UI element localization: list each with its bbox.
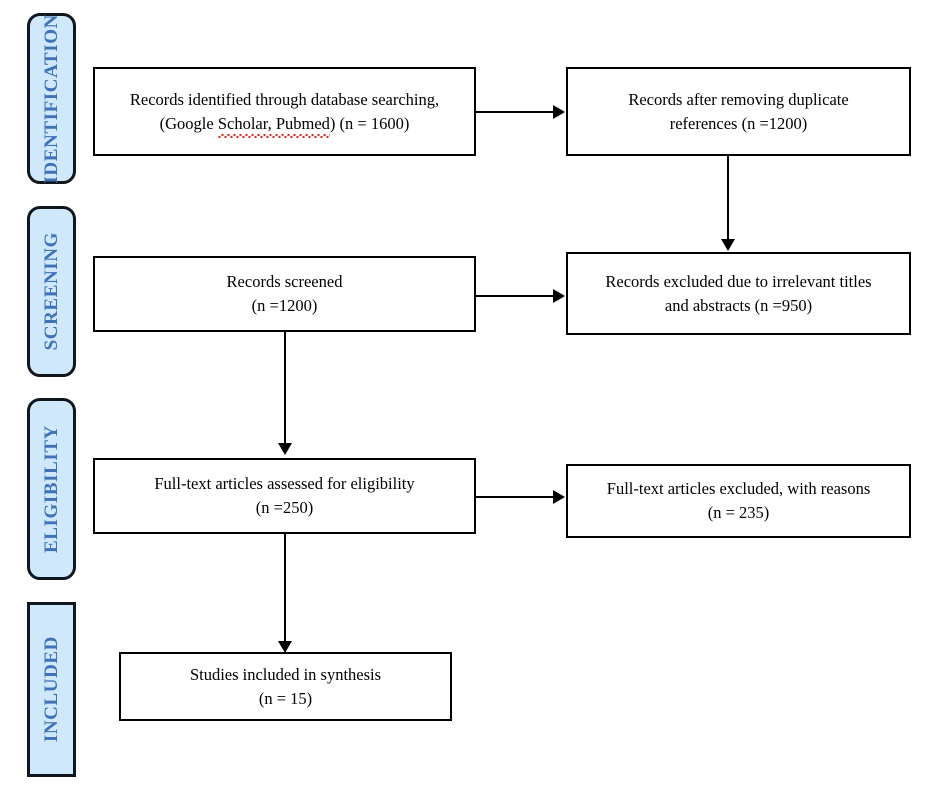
node-records-after-duplicates-line1: Records after removing duplicate [628, 89, 849, 109]
node-fulltext-excluded: Full-text articles excluded, with reason… [566, 464, 911, 538]
node-studies-included-line2: (n = 15) [258, 688, 313, 708]
node-studies-included: Studies included in synthesis (n = 15) [119, 652, 452, 721]
stage-screening-label: SCREENING [41, 232, 62, 351]
stage-eligibility-label: ELIGIBILITY [41, 424, 62, 554]
arrow-head-right-icon [553, 490, 565, 504]
stage-identification: IDENTIFICATION [27, 13, 76, 184]
node-studies-included-line1: Studies included in synthesis [189, 664, 382, 684]
node-records-excluded-line1: Records excluded due to irrelevant title… [605, 271, 872, 291]
arrow-head-down-icon [721, 239, 735, 251]
stage-eligibility: ELIGIBILITY [27, 398, 76, 580]
arrow-head-right-icon [553, 289, 565, 303]
node-records-identified-line2: (Google Scholar, Pubmed) (n = 1600) [130, 112, 439, 139]
stage-included-label: INCLUDED [41, 636, 62, 743]
text-pre: (Google [159, 113, 218, 133]
node-fulltext-excluded-line1: Full-text articles excluded, with reason… [606, 479, 871, 499]
stage-identification-label: IDENTIFICATION [41, 13, 62, 184]
node-records-identified-line1: Records identified through database sear… [129, 89, 440, 109]
connector-line [476, 111, 554, 113]
node-records-identified: Records identified through database sear… [93, 67, 476, 156]
node-records-screened-line2: (n =1200) [251, 296, 318, 315]
node-records-after-duplicates: Records after removing duplicate referen… [566, 67, 911, 156]
node-fulltext-assessed-line2: (n =250) [255, 498, 314, 517]
node-fulltext-excluded-line2: (n = 235) [707, 503, 770, 522]
arrow-head-right-icon [553, 105, 565, 119]
node-records-screened: Records screened (n =1200) [93, 256, 476, 332]
stage-screening: SCREENING [27, 206, 76, 377]
connector-line [476, 496, 554, 498]
node-records-excluded-line2: and abstracts (n =950) [664, 295, 813, 315]
stage-included: INCLUDED [27, 602, 76, 777]
connector-line [284, 534, 286, 642]
node-records-screened-line1: Records screened [226, 272, 343, 292]
node-records-excluded: Records excluded due to irrelevant title… [566, 252, 911, 335]
arrow-head-down-icon [278, 641, 292, 653]
node-records-after-duplicates-line2: references (n =1200) [669, 113, 808, 133]
connector-line [476, 295, 554, 297]
arrow-head-down-icon [278, 443, 292, 455]
connector-line [284, 332, 286, 444]
node-fulltext-assessed-line1: Full-text articles assessed for eligibil… [154, 474, 415, 494]
node-fulltext-assessed: Full-text articles assessed for eligibil… [93, 458, 476, 534]
misspelled-text: Scholar, Pubmed [217, 112, 330, 139]
connector-line [727, 156, 729, 240]
text-post: ) (n = 1600) [329, 113, 410, 133]
